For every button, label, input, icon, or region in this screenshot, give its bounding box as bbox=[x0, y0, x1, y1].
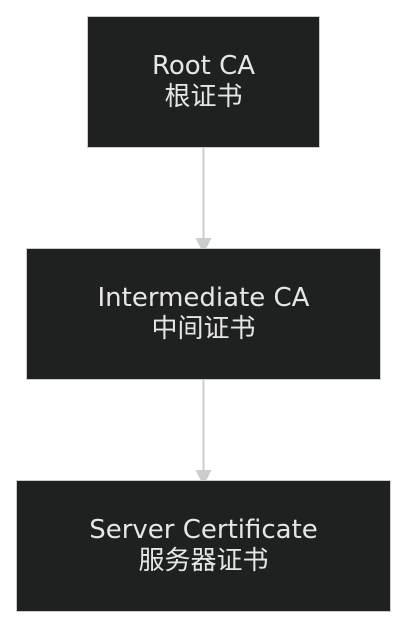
node-server-certificate-label-en: Server Certificate bbox=[89, 515, 318, 545]
node-intermediate-ca-label-en: Intermediate CA bbox=[97, 283, 310, 313]
node-intermediate-ca: Intermediate CA 中间证书 bbox=[26, 248, 381, 380]
node-intermediate-ca-label-zh: 中间证书 bbox=[151, 314, 256, 344]
node-root-ca-label-zh: 根证书 bbox=[164, 82, 243, 112]
node-root-ca-label-en: Root CA bbox=[151, 51, 256, 81]
node-root-ca: Root CA 根证书 bbox=[87, 16, 320, 148]
node-server-certificate-label-zh: 服务器证书 bbox=[138, 546, 269, 576]
node-server-certificate: Server Certificate 服务器证书 bbox=[16, 480, 391, 612]
